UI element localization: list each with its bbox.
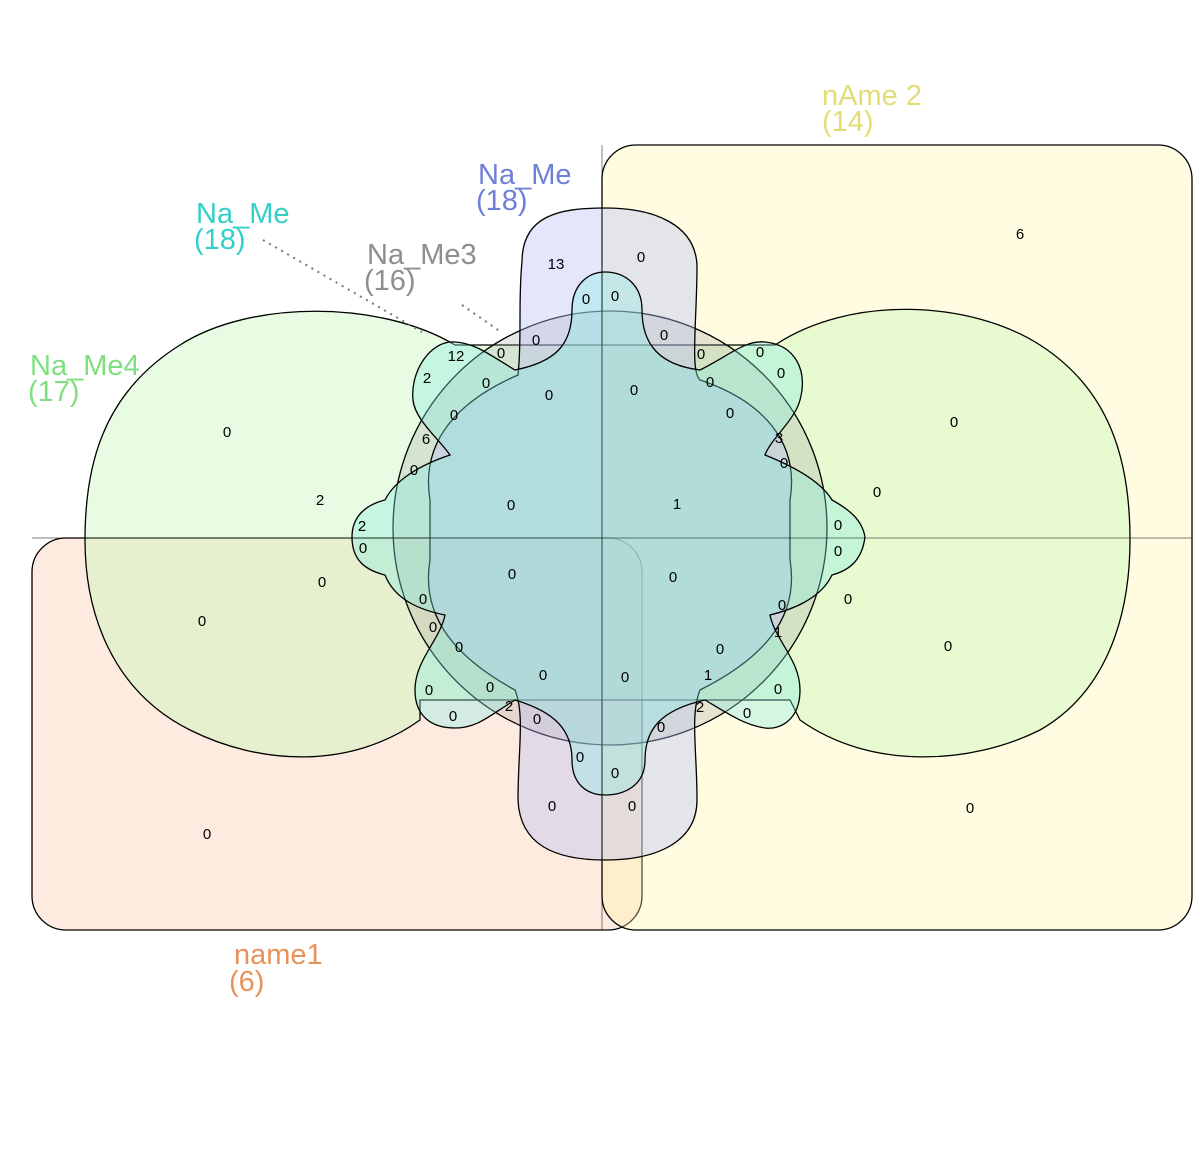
- set-name3-shape: [392, 310, 828, 746]
- region-value: 0: [539, 667, 547, 684]
- region-value: 0: [449, 708, 457, 725]
- region-value: 0: [657, 719, 665, 736]
- region-value: 0: [223, 424, 231, 441]
- region-value: 0: [726, 405, 734, 422]
- region-value: 0: [533, 711, 541, 728]
- region-value: 0: [844, 591, 852, 608]
- set-label-name3: Na_Me3: [367, 239, 477, 271]
- region-value: 0: [950, 414, 958, 431]
- region-value: 0: [628, 798, 636, 815]
- region-value: 2: [696, 699, 704, 716]
- region-value: 0: [425, 682, 433, 699]
- region-value: 0: [621, 669, 629, 686]
- region-value: 0: [777, 365, 785, 382]
- region-value: 0: [697, 346, 705, 363]
- region-value: 0: [455, 639, 463, 656]
- region-value: 13: [548, 256, 565, 273]
- region-value: 2: [316, 492, 324, 509]
- region-value: 0: [429, 619, 437, 636]
- set-label-name-me: Na_Me: [478, 159, 572, 191]
- region-value: 0: [716, 641, 724, 658]
- region-value: 2: [358, 518, 366, 535]
- region-value: 0: [359, 540, 367, 557]
- set-count-name4: (17): [28, 376, 80, 408]
- region-value: 1: [774, 624, 782, 641]
- region-value: 0: [669, 569, 677, 586]
- set-label-name-me-cyan: Na_Me: [196, 198, 290, 230]
- region-value: 0: [410, 462, 418, 479]
- region-value: 0: [706, 374, 714, 391]
- set-count-name-me-cyan: (18): [194, 224, 246, 256]
- region-value: 0: [318, 574, 326, 591]
- region-value: 0: [576, 749, 584, 766]
- region-value: 0: [778, 597, 786, 614]
- region-value: 0: [756, 344, 764, 361]
- set-label-name4: Na_Me4: [30, 350, 140, 382]
- set-count-name1: (6): [229, 966, 264, 998]
- region-value: 0: [630, 382, 638, 399]
- set-name-me-shape: [427, 207, 793, 861]
- leader-line-name3: [461, 304, 499, 331]
- region-value: 1: [673, 496, 681, 513]
- region-value: 0: [774, 681, 782, 698]
- region-value: 0: [532, 332, 540, 349]
- set-labels: name1 (6) nAme 2 (14) Na_Me (18) Na_Me3 …: [28, 80, 922, 998]
- set-count-name3: (16): [364, 265, 416, 297]
- set-label-name2: nAme 2: [822, 80, 922, 112]
- region-labels: 6 0 13 0 0 0 12 0 0 0 0 0 0 2 0 0 0 0 3 …: [198, 226, 1024, 843]
- region-value: 0: [611, 765, 619, 782]
- region-value: 6: [422, 431, 430, 448]
- region-value: 0: [944, 638, 952, 655]
- set-count-name2: (14): [822, 106, 874, 138]
- region-value: 0: [508, 566, 516, 583]
- region-value: 0: [450, 407, 458, 424]
- region-value: 6: [1016, 226, 1024, 243]
- region-value: 0: [582, 291, 590, 308]
- region-value: 0: [507, 497, 515, 514]
- region-value: 2: [505, 698, 513, 715]
- region-value: 0: [497, 345, 505, 362]
- region-value: 0: [198, 613, 206, 630]
- region-value: 0: [203, 826, 211, 843]
- region-value: 12: [448, 348, 465, 365]
- region-value: 1: [704, 667, 712, 684]
- leader-line-name-me-cyan: [262, 239, 423, 333]
- region-value: 0: [873, 484, 881, 501]
- region-value: 0: [966, 800, 974, 817]
- region-value: 2: [423, 370, 431, 387]
- set-count-name-me: (18): [476, 185, 528, 217]
- region-value: 0: [611, 288, 619, 305]
- region-value: 0: [660, 327, 668, 344]
- set-name-me-cyan-shape: [351, 271, 866, 796]
- region-value: 0: [834, 517, 842, 534]
- set-label-name1: name1: [234, 939, 323, 971]
- region-value: 0: [482, 375, 490, 392]
- region-value: 0: [545, 387, 553, 404]
- region-value: 0: [548, 798, 556, 815]
- set-name4-shape: [84, 308, 1131, 758]
- region-value: 0: [637, 249, 645, 266]
- region-value: 0: [780, 455, 788, 472]
- region-value: 0: [743, 705, 751, 722]
- region-value: 0: [834, 543, 842, 560]
- region-value: 3: [775, 430, 783, 447]
- region-value: 0: [419, 591, 427, 608]
- region-value: 0: [486, 679, 494, 696]
